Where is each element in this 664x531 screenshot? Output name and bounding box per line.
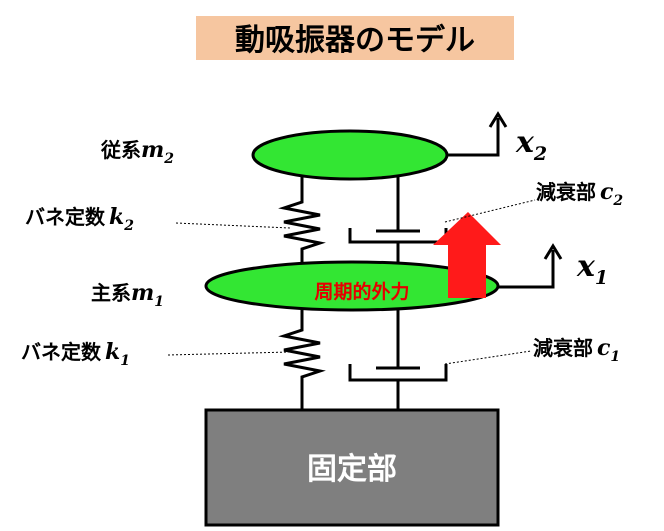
fixed-base (204, 408, 500, 527)
secondary-mass-label: 従系m2 (100, 137, 174, 167)
secondary-mass (251, 129, 449, 181)
leader-lines (167, 199, 536, 365)
damper-c1 (348, 302, 448, 410)
damper-c2 (348, 176, 448, 266)
fixed-base-label: 固定部 (307, 452, 397, 487)
spring-k1 (278, 302, 326, 410)
title-background (196, 16, 514, 60)
displacement-label-x1: x1 (576, 249, 608, 289)
spring-k2 (278, 176, 326, 266)
force-arrow (433, 212, 501, 298)
displacement-label-x2: x2 (515, 125, 547, 165)
primary-mass-label: 主系m1 (91, 280, 164, 310)
displacement-arrow-x1 (498, 243, 563, 289)
diagram-title: 動吸振器のモデル (235, 23, 475, 58)
displacement-arrow-x2 (447, 111, 508, 157)
force-label: 周期的外力 (314, 280, 409, 303)
